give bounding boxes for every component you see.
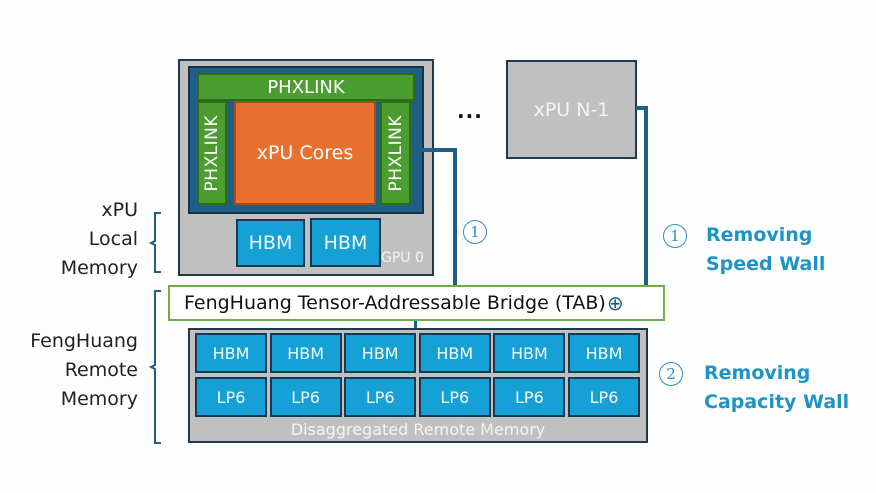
pool-lp6-6: LP6 <box>568 377 640 417</box>
xpu-n1-label: xPU N-1 <box>533 98 610 121</box>
wire-n1-h <box>636 106 648 110</box>
callout-line: Speed Wall <box>706 253 826 275</box>
label-line: FengHuang <box>30 330 138 352</box>
hbm-label: HBM <box>248 232 293 254</box>
lp6-label: LP6 <box>365 387 395 407</box>
brace-local <box>148 212 161 273</box>
callout-line: Capacity Wall <box>704 391 850 413</box>
tab-bridge: FengHuang Tensor-Addressable Bridge (TAB… <box>168 285 665 321</box>
gpu0-hbm-1: HBM <box>236 219 305 267</box>
label-line: xPU <box>101 199 138 221</box>
label-line: Local <box>88 228 138 250</box>
xpu-cores: xPU Cores <box>234 101 376 205</box>
callout-line: Removing <box>706 224 813 246</box>
gpu0-label: GPU 0 <box>381 250 424 266</box>
hbm-label: HBM <box>361 343 399 363</box>
phxlink-left-label: PHXLINK <box>202 114 222 192</box>
pool-lp6-4: LP6 <box>418 377 491 417</box>
lp6-label: LP6 <box>216 387 246 407</box>
hbm-label: HBM <box>510 343 548 363</box>
brace-remote <box>148 290 161 444</box>
marker-1-gpu0: 1 <box>463 220 487 244</box>
callout-speed-wall: Removing Speed Wall <box>706 221 825 279</box>
wire-tab-pool <box>414 320 417 329</box>
pool-hbm-6: HBM <box>568 333 640 373</box>
wire-n1-v <box>644 106 648 286</box>
label-line: Memory <box>60 257 138 279</box>
wire-gpu0-v <box>453 148 457 286</box>
label-fenghuang-remote-memory: FengHuang Remote Memory <box>10 327 138 414</box>
pool-hbm-5: HBM <box>493 333 566 373</box>
marker-number: 1 <box>470 223 480 241</box>
plus-circle-icon: ⊕ <box>606 291 624 315</box>
pool-lp6-3: LP6 <box>344 377 417 417</box>
hbm-label: HBM <box>287 343 324 363</box>
tab-label: FengHuang Tensor-Addressable Bridge (TAB… <box>184 292 606 314</box>
xpu-cores-label: xPU Cores <box>256 142 354 164</box>
hbm-label: HBM <box>436 343 474 363</box>
phxlink-top: PHXLINK <box>197 73 415 101</box>
xpu-n1-box: xPU N-1 <box>506 60 637 159</box>
phxlink-left: PHXLINK <box>197 101 227 205</box>
lp6-label: LP6 <box>589 387 619 407</box>
callout-capacity-wall: Removing Capacity Wall <box>704 359 849 417</box>
pool-lp6-1: LP6 <box>195 377 267 417</box>
gpu0-hbm-2: HBM <box>310 218 381 267</box>
pool-caption: Disaggregated Remote Memory <box>290 420 546 439</box>
wire-gpu0-h <box>411 148 457 152</box>
pool-hbm-3: HBM <box>344 333 417 373</box>
lp6-label: LP6 <box>291 387 320 407</box>
pool-hbm-2: HBM <box>269 333 342 373</box>
marker-2-capacity: 2 <box>659 362 683 386</box>
label-xpu-local-memory: xPU Local Memory <box>40 196 138 283</box>
pool-lp6-5: LP6 <box>493 377 566 417</box>
label-line: Memory <box>60 388 138 410</box>
phxlink-right: PHXLINK <box>380 101 411 205</box>
pool-hbm-4: HBM <box>418 333 491 373</box>
callout-line: Removing <box>704 362 811 384</box>
phxlink-right-label: PHXLINK <box>385 114 406 192</box>
pool-lp6-2: LP6 <box>269 377 342 417</box>
phxlink-top-label: PHXLINK <box>267 76 345 98</box>
hbm-label: HBM <box>323 231 368 254</box>
lp6-label: LP6 <box>440 387 470 407</box>
marker-number: 2 <box>666 365 676 383</box>
hbm-label: HBM <box>585 343 623 363</box>
marker-1-speed: 1 <box>663 224 687 248</box>
hbm-label: HBM <box>212 343 250 363</box>
lp6-label: LP6 <box>515 387 544 407</box>
label-line: Remote <box>64 359 138 381</box>
pool-hbm-1: HBM <box>195 333 267 373</box>
marker-number: 1 <box>670 227 680 245</box>
ellipsis: ... <box>457 99 483 123</box>
